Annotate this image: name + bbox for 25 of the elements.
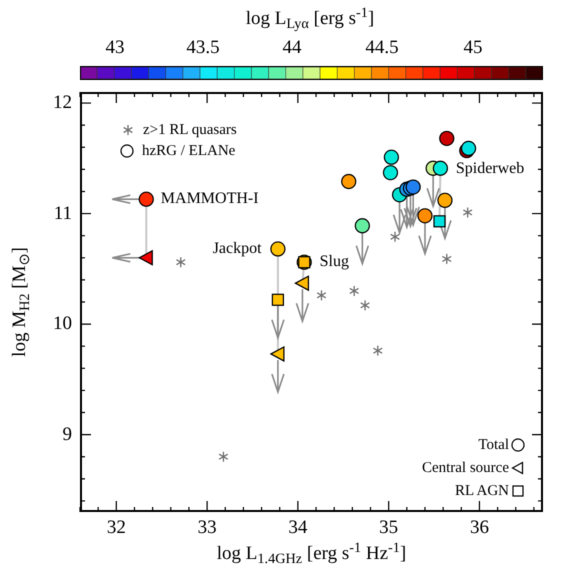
point-label: Jackpot	[212, 238, 262, 259]
point-label: Spiderweb	[456, 159, 524, 180]
x-tick-label: 33	[198, 516, 217, 540]
legend-text: RL AGN	[454, 482, 509, 501]
x-tick-label: 32	[106, 516, 126, 540]
y-tick-label: 12	[52, 91, 72, 116]
legend-text: z>1 RL quasars	[143, 121, 237, 140]
legend-text: hzRG / ELANe	[142, 142, 236, 161]
legend-text: Total	[478, 436, 509, 455]
colorbar-tick-label: 43.5	[186, 36, 220, 60]
y-tick-label: 10	[52, 312, 72, 336]
legend-text: Central source	[422, 459, 509, 478]
x-tick-label: 35	[379, 516, 398, 540]
colorbar-tick-label: 44.5	[365, 36, 399, 60]
y-tick-label: 11	[52, 202, 72, 226]
x-tick-label: 36	[470, 516, 489, 540]
x-tick-label: 34	[288, 516, 308, 540]
colorbar-tick-label: 44	[282, 36, 302, 60]
point-label: Slug	[320, 252, 349, 272]
x-axis-title: log L$_{1.4GHz}$ [erg s$^{-1}$ Hz$^{-1}$]	[216, 541, 408, 567]
colorbar-tick-label: 45	[464, 36, 482, 60]
colorbar-tick-label: 43	[106, 36, 124, 60]
y-tick-label: 9	[62, 422, 72, 447]
point-label: MAMMOTH-I	[160, 189, 259, 210]
colorbar-title: log L$_{Lyα}$ [erg s$^{-1}$]	[244, 6, 376, 32]
